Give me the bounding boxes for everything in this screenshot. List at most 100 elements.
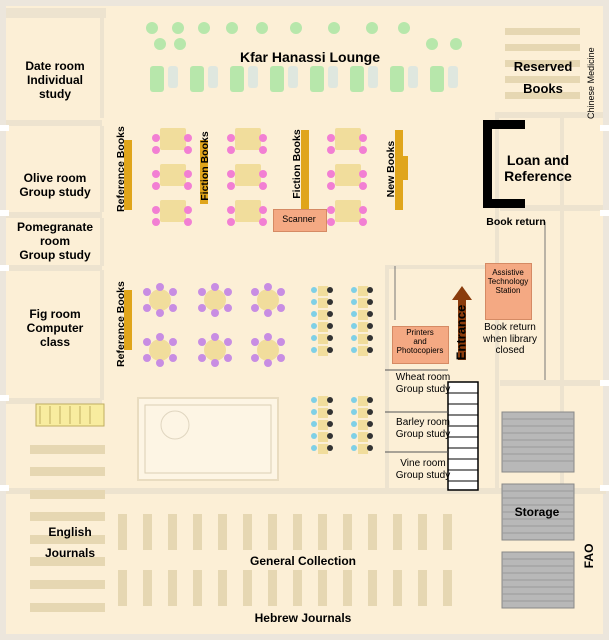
journal-shelf <box>30 467 105 476</box>
gc-shelf <box>443 514 452 550</box>
black-chair <box>367 433 373 439</box>
purple-chair <box>264 283 272 291</box>
lounge-sofa <box>390 66 404 92</box>
study-desk <box>358 322 368 332</box>
study-desk <box>358 432 368 442</box>
purple-chair <box>277 338 285 346</box>
study-desk <box>318 310 328 320</box>
vine-room-label: Vine room Group study <box>395 458 451 481</box>
lounge-sofa <box>150 66 164 92</box>
wall-notch <box>0 265 9 271</box>
gc-shelf <box>168 514 177 550</box>
cyan-chair <box>351 421 357 427</box>
lounge-chair <box>288 66 298 88</box>
black-chair <box>367 287 373 293</box>
inner-wall <box>499 112 603 118</box>
purple-chair <box>169 288 177 296</box>
pink-chair <box>359 146 367 154</box>
study-desk <box>318 322 328 332</box>
purple-chair <box>277 304 285 312</box>
book-return-closed-label: Book return when library closed <box>483 322 537 356</box>
reserved-shelf <box>505 76 580 83</box>
gc-shelf <box>118 514 127 550</box>
inner-wall <box>100 218 104 266</box>
cyan-chair <box>351 323 357 329</box>
pink-chair <box>152 206 160 214</box>
inner-wall <box>100 126 104 212</box>
purple-chair <box>198 288 206 296</box>
wall-notch <box>0 485 9 491</box>
study-desk <box>318 286 328 296</box>
black-chair <box>367 445 373 451</box>
lounge-chair <box>208 66 218 88</box>
reading-table <box>235 200 261 222</box>
purple-chair <box>264 359 272 367</box>
lounge-chair <box>408 66 418 88</box>
lounge-sofa <box>270 66 284 92</box>
reference-books-bottom-label: Reference Books <box>114 281 127 367</box>
gc-shelf <box>418 514 427 550</box>
cyan-chair <box>311 397 317 403</box>
wall-notch <box>0 395 9 401</box>
barley-room-label: Barley room Group study <box>395 417 451 440</box>
purple-chair <box>156 333 164 341</box>
book-return-label: Book return <box>486 216 546 228</box>
purple-chair <box>211 283 219 291</box>
lounge-chair <box>368 66 378 88</box>
cyan-chair <box>351 299 357 305</box>
reserved-shelf <box>505 28 580 35</box>
reading-table <box>235 164 261 186</box>
study-desk <box>318 444 328 454</box>
purple-chair <box>143 338 151 346</box>
pink-chair <box>184 206 192 214</box>
study-desk <box>318 298 328 308</box>
pink-chair <box>184 170 192 178</box>
lounge-sofa <box>190 66 204 92</box>
gc-shelf <box>318 570 327 606</box>
cyan-chair <box>311 323 317 329</box>
gc-shelf <box>443 570 452 606</box>
pink-chair <box>152 134 160 142</box>
wall-notch <box>600 380 609 386</box>
lounge-sofa <box>350 66 364 92</box>
study-desk <box>318 420 328 430</box>
black-chair <box>367 421 373 427</box>
pink-chair <box>359 170 367 178</box>
purple-chair <box>224 354 232 362</box>
chinese-medicine-label: Chinese Medicine <box>585 47 596 119</box>
study-desk <box>358 420 368 430</box>
pink-chair <box>152 182 160 190</box>
gc-shelf <box>118 570 127 606</box>
black-chair <box>327 421 333 427</box>
lounge-seat <box>256 22 268 34</box>
cyan-chair <box>351 287 357 293</box>
scanner-box <box>273 209 327 232</box>
purple-chair <box>198 338 206 346</box>
wall-notch <box>600 125 609 131</box>
inner-wall <box>6 8 106 18</box>
gc-shelf <box>193 514 202 550</box>
black-chair <box>327 323 333 329</box>
wall-notch <box>0 210 9 216</box>
study-desk <box>358 396 368 406</box>
black-chair <box>367 299 373 305</box>
storage-label: Storage <box>514 505 560 519</box>
yellow-shelf <box>396 156 408 180</box>
wall-right <box>603 0 609 640</box>
purple-chair <box>169 338 177 346</box>
study-desk <box>358 298 368 308</box>
loan-desk-side <box>483 120 492 208</box>
cyan-chair <box>351 311 357 317</box>
purple-chair <box>251 304 259 312</box>
gc-shelf <box>368 514 377 550</box>
lounge-seat <box>328 22 340 34</box>
pink-chair <box>184 134 192 142</box>
black-chair <box>327 397 333 403</box>
reading-table <box>335 164 361 186</box>
lounge-seat <box>154 38 166 50</box>
purple-chair <box>211 333 219 341</box>
journal-shelf <box>30 580 105 589</box>
reading-table <box>335 200 361 222</box>
lounge-label: Kfar Hanassi Lounge <box>239 49 381 65</box>
